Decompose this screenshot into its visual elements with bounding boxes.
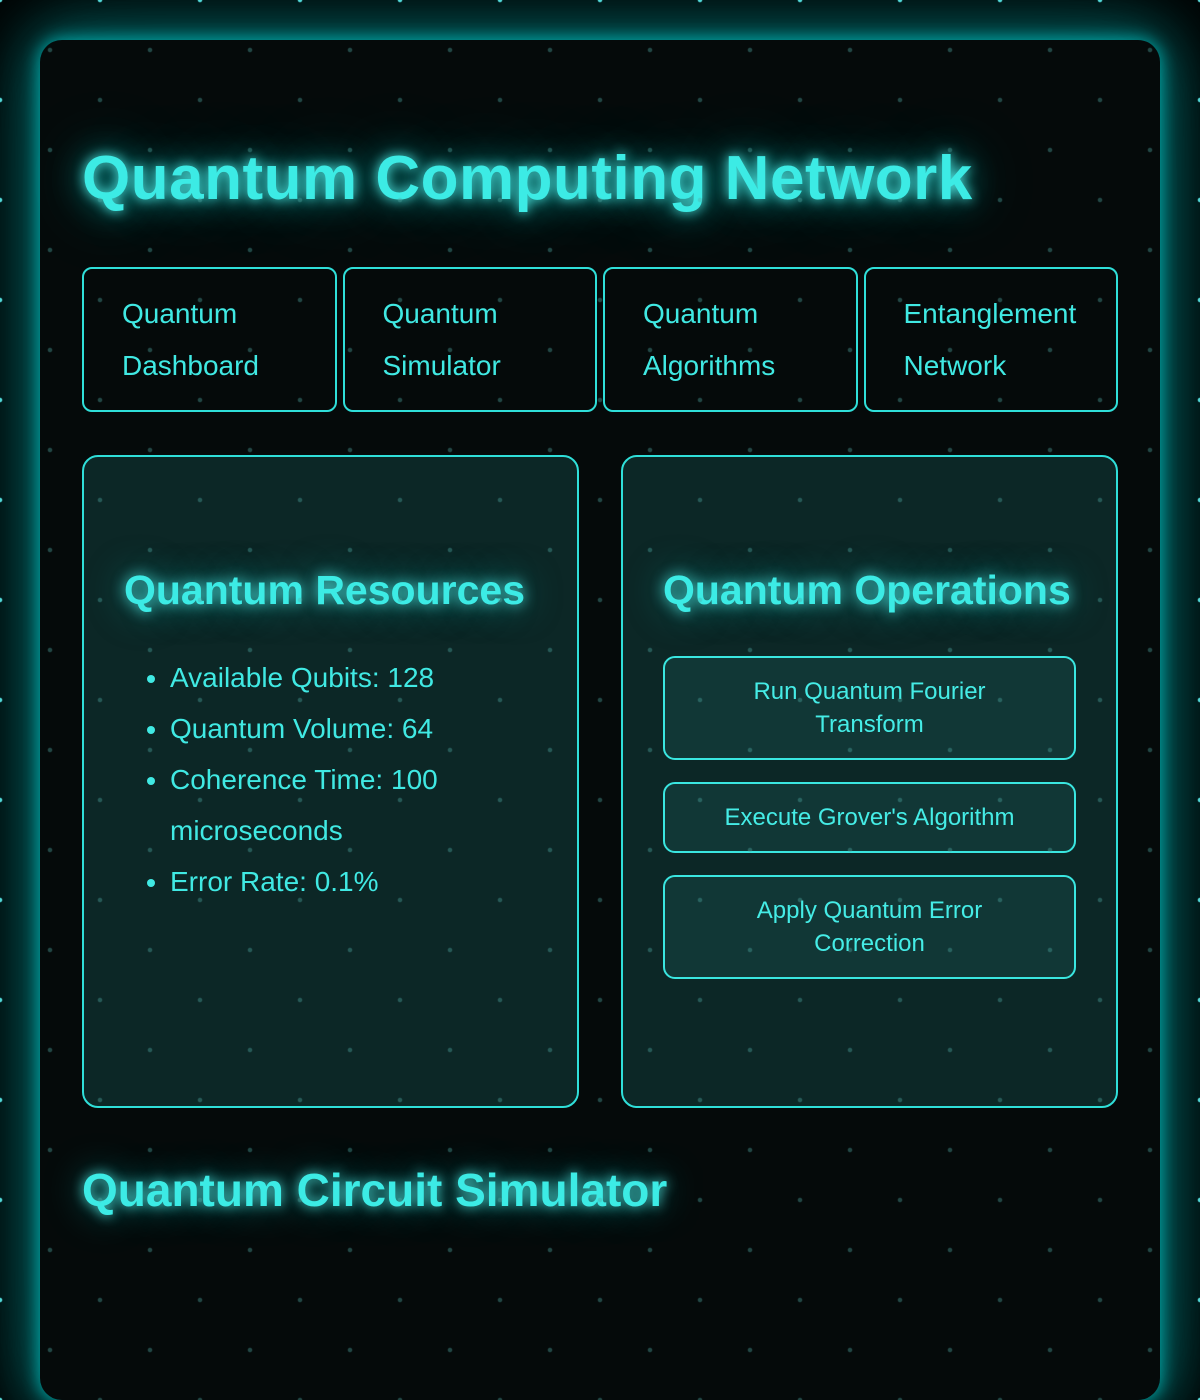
main-container: Quantum Computing Network Quantum Dashbo… — [40, 40, 1160, 1400]
panels-row: Quantum Resources Available Qubits: 128 … — [82, 455, 1118, 1108]
page-title: Quantum Computing Network — [82, 144, 973, 213]
page-background: { "header": { "title": "Quantum Computin… — [0, 0, 1200, 1200]
quantum-operations-title: Quantum Operations — [663, 567, 1071, 613]
run-quantum-fourier-transform-button[interactable]: Run Quantum Fourier Transform — [663, 656, 1076, 760]
resource-item-error-rate: Error Rate: 0.1% — [170, 856, 537, 907]
nav-button-entanglement-network[interactable]: Entanglement Network — [863, 267, 1118, 412]
quantum-circuit-simulator-title: Quantum Circuit Simulator — [82, 1164, 668, 1216]
operations-button-stack: Run Quantum Fourier Transform Execute Gr… — [663, 656, 1076, 979]
nav-button-quantum-dashboard[interactable]: Quantum Dashboard — [82, 267, 337, 412]
apply-quantum-error-correction-button[interactable]: Apply Quantum Error Correction — [663, 875, 1076, 979]
quantum-resources-list: Available Qubits: 128 Quantum Volume: 64… — [124, 652, 537, 907]
nav-button-quantum-simulator[interactable]: Quantum Simulator — [342, 267, 597, 412]
execute-grovers-algorithm-button[interactable]: Execute Grover's Algorithm — [663, 782, 1076, 853]
resource-item-quantum-volume: Quantum Volume: 64 — [170, 703, 537, 754]
quantum-operations-panel: Quantum Operations Run Quantum Fourier T… — [621, 455, 1118, 1108]
resource-item-available-qubits: Available Qubits: 128 — [170, 652, 537, 703]
resource-item-coherence-time: Coherence Time: 100 microseconds — [170, 754, 537, 856]
quantum-resources-title: Quantum Resources — [124, 567, 525, 613]
main-nav: Quantum Dashboard Quantum Simulator Quan… — [82, 267, 1118, 412]
nav-button-quantum-algorithms[interactable]: Quantum Algorithms — [603, 267, 858, 412]
quantum-resources-panel: Quantum Resources Available Qubits: 128 … — [82, 455, 579, 1108]
